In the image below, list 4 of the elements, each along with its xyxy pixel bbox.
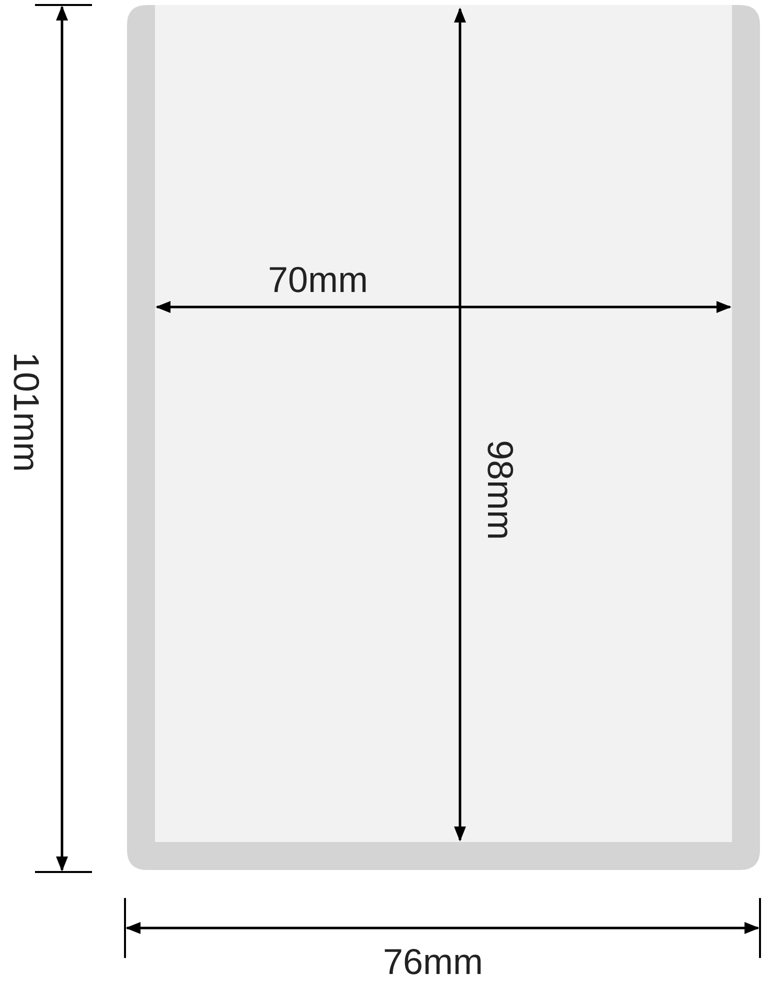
dimension-label: 76mm: [383, 944, 484, 980]
dimension-label: 101mm: [8, 352, 44, 472]
dimension-label: 98mm: [482, 440, 518, 540]
dimension-label: 70mm: [268, 262, 368, 298]
